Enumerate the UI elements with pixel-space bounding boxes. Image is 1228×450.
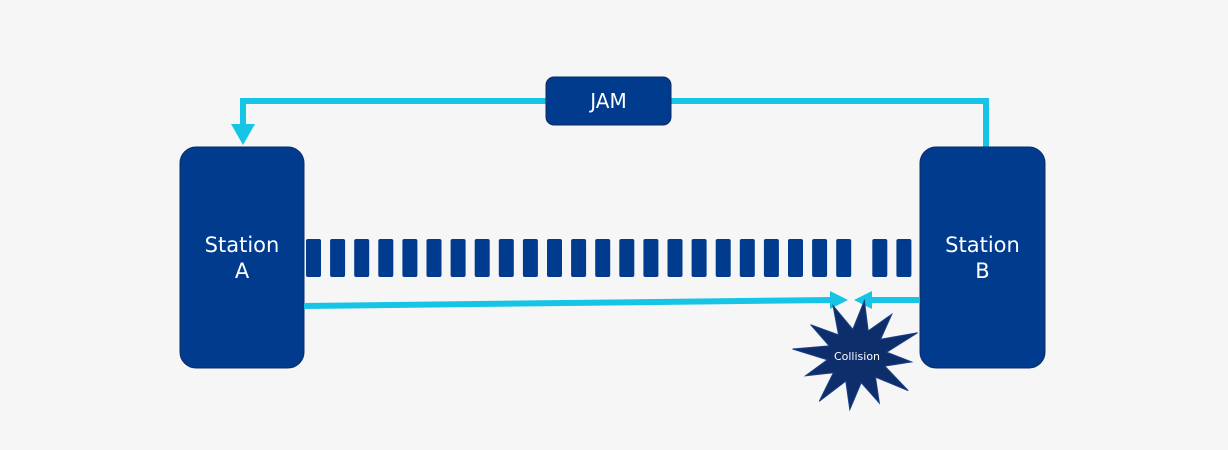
data-frame bbox=[763, 239, 779, 277]
data-frame bbox=[872, 239, 888, 277]
collision-label: Collision bbox=[834, 350, 880, 363]
data-frame bbox=[378, 239, 394, 277]
data-frame bbox=[739, 239, 755, 277]
jam-box bbox=[545, 76, 672, 126]
signal-a-line bbox=[303, 297, 833, 309]
data-frame bbox=[595, 239, 611, 277]
data-frame bbox=[571, 239, 587, 277]
data-frame bbox=[306, 239, 321, 277]
station-a bbox=[179, 146, 305, 369]
data-frame bbox=[812, 239, 828, 277]
station-b-label-line1: Station bbox=[945, 233, 1020, 257]
data-frame bbox=[522, 239, 538, 277]
data-frame bbox=[691, 239, 707, 277]
data-frame bbox=[896, 239, 912, 277]
station-b-label-line2: B bbox=[975, 259, 989, 283]
data-frame bbox=[330, 239, 346, 277]
data-frame bbox=[715, 239, 731, 277]
data-frame bbox=[450, 239, 466, 277]
data-frame bbox=[667, 239, 683, 277]
data-frame bbox=[498, 239, 514, 277]
signal-a-arrowhead bbox=[830, 291, 848, 309]
signal-b-arrowhead bbox=[854, 291, 872, 309]
data-frame bbox=[788, 239, 803, 277]
data-frame bbox=[402, 239, 418, 277]
data-frame bbox=[426, 239, 442, 277]
station-a-label-line1: Station bbox=[205, 233, 280, 257]
station-b bbox=[919, 146, 1046, 369]
data-frame bbox=[547, 239, 562, 277]
station-a-label-line2: A bbox=[235, 259, 250, 283]
jam-arrowhead bbox=[231, 124, 255, 145]
data-frame bbox=[474, 239, 490, 277]
data-frame bbox=[354, 239, 370, 277]
data-frames bbox=[306, 239, 912, 277]
data-frame bbox=[619, 239, 635, 277]
data-frame bbox=[643, 239, 659, 277]
jam-label: JAM bbox=[588, 89, 626, 113]
data-frame bbox=[836, 239, 852, 277]
collision-burst bbox=[792, 298, 918, 412]
